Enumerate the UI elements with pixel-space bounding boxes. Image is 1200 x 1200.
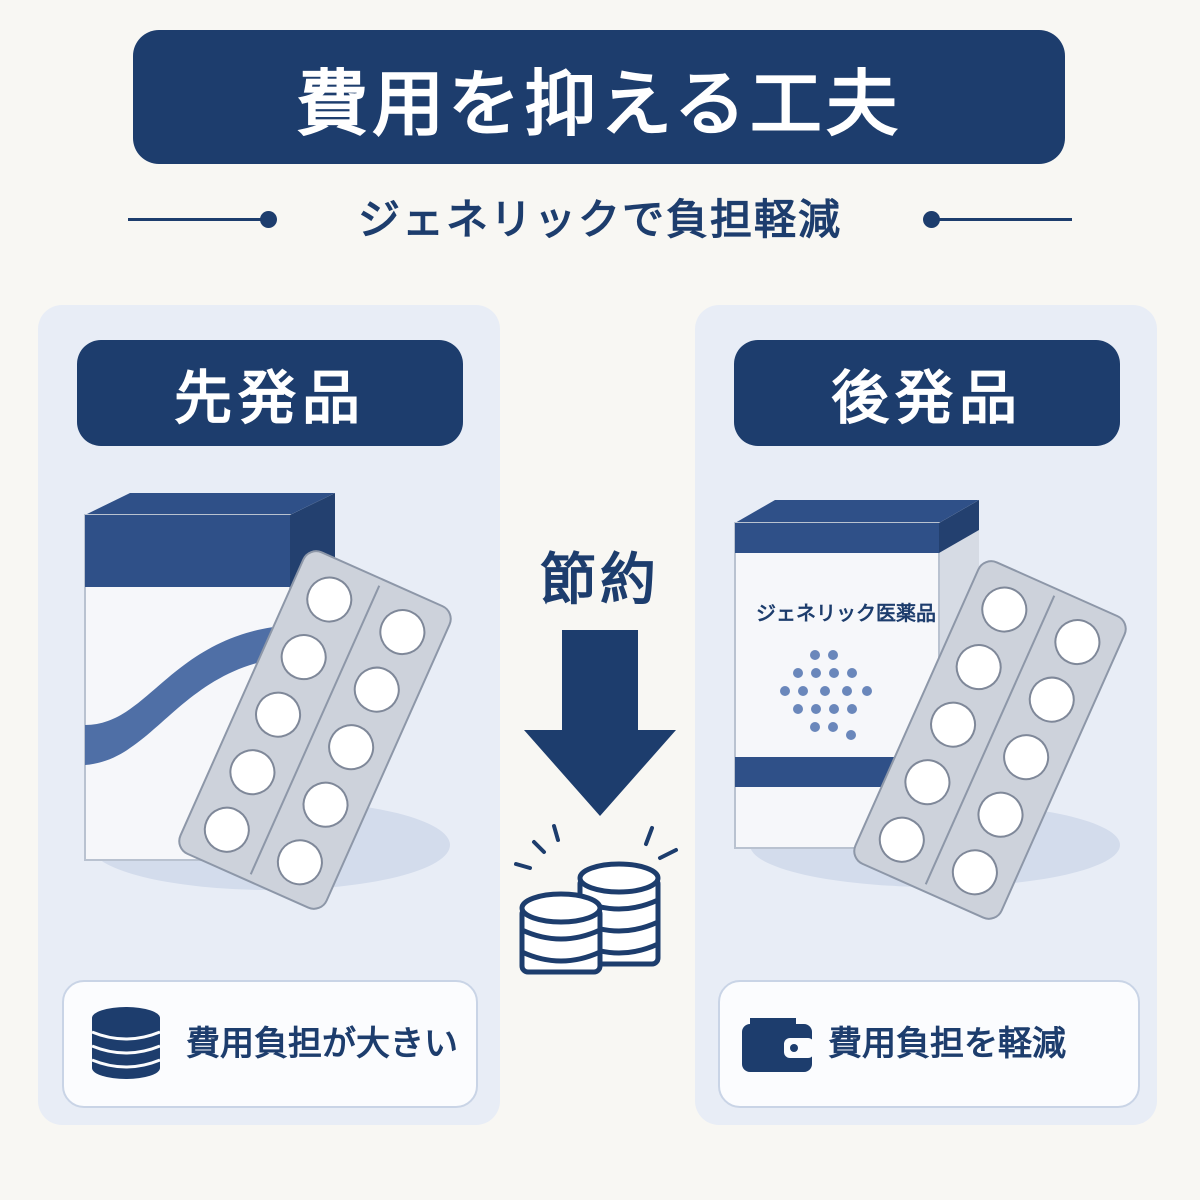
- page-title: 費用を抑える工夫: [296, 61, 902, 146]
- coins-icon: [514, 824, 678, 975]
- generic-drug-label-box: 後発品: [734, 340, 1120, 446]
- brand-box-band: [85, 515, 290, 587]
- brand-drug-label: 先発品: [173, 364, 366, 432]
- title-banner: 費用を抑える工夫: [133, 30, 1065, 164]
- down-arrow-icon: [524, 630, 676, 816]
- brand-blister-pack: [178, 550, 452, 910]
- saving-label: 節約: [540, 548, 660, 613]
- generic-blister-pack: [853, 560, 1127, 920]
- generic-box-top-band: [735, 523, 939, 553]
- generic-box-top-band-side: [939, 500, 979, 553]
- brand-cost-box: 費用負担が大きい: [62, 980, 478, 1108]
- subtitle: ジェネリックで負担軽減: [357, 195, 842, 244]
- generic-cost-text: 費用負担を軽減: [828, 1024, 1066, 1064]
- subtitle-left-dot: [260, 211, 277, 228]
- brand-box-lid-top: [85, 493, 335, 515]
- generic-box-dots: [780, 650, 872, 740]
- brand-cost-text: 費用負担が大きい: [186, 1024, 458, 1064]
- generic-medicine-box-illustration: [734, 500, 1127, 920]
- subtitle-right-dot: [923, 211, 940, 228]
- brand-drug-label-box: 先発品: [77, 340, 463, 446]
- subtitle-left-line: [128, 218, 263, 221]
- subtitle-row: ジェネリックで負担軽減: [128, 190, 1072, 250]
- generic-cost-box: 費用負担を軽減: [718, 980, 1140, 1108]
- wallet-icon: [742, 1018, 814, 1072]
- generic-box-lid-top: [735, 500, 979, 523]
- brand-medicine-box-illustration: [84, 493, 452, 910]
- brand-box-wave: [85, 625, 290, 765]
- generic-drug-label: 後発品: [830, 364, 1023, 432]
- generic-box-text: ジェネリック医薬品: [756, 601, 936, 625]
- coin-stack-icon: [91, 1007, 161, 1079]
- subtitle-right-line: [938, 218, 1072, 221]
